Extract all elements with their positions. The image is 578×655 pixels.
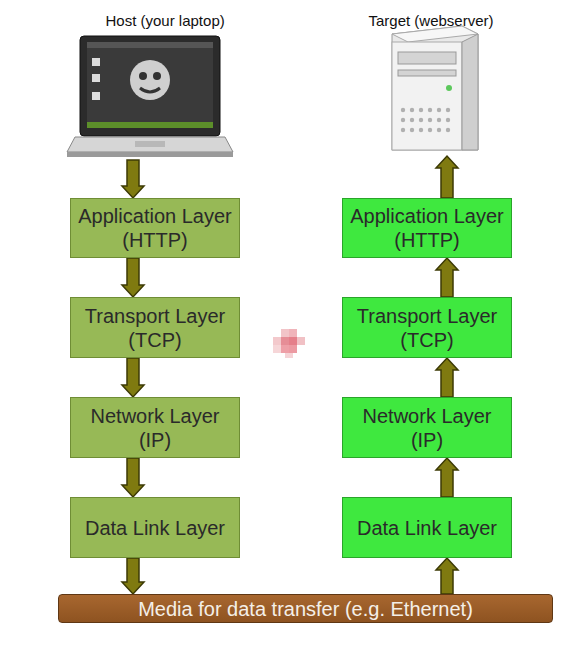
layer-name: Transport Layer (TCP) [343, 304, 511, 352]
layer-name: Application Layer (HTTP) [71, 204, 239, 252]
layer-box: Data Link Layer [70, 497, 240, 558]
flow-arrow [436, 258, 458, 297]
flow-arrow [122, 258, 144, 297]
flow-arrow [122, 458, 144, 497]
media-band: Media for data transfer (e.g. Ethernet) [58, 594, 553, 623]
layer-box: Transport Layer (TCP) [342, 297, 512, 358]
layer-name: Network Layer (IP) [343, 404, 511, 452]
column-title: Host (your laptop) [106, 12, 225, 29]
layer-box: Data Link Layer [342, 497, 512, 558]
flow-arrow [436, 358, 458, 397]
layer-box: Transport Layer (TCP) [70, 297, 240, 358]
flow-arrow [122, 558, 144, 594]
layer-box: Network Layer (IP) [70, 397, 240, 458]
layout-arrow [122, 160, 144, 198]
layer-name: Network Layer (IP) [71, 404, 239, 452]
layer-name: Data Link Layer [351, 516, 503, 540]
layout-arrow [436, 156, 458, 198]
column-title: Target (webserver) [369, 12, 494, 29]
layer-name: Data Link Layer [79, 516, 231, 540]
layer-name: Application Layer (HTTP) [343, 204, 511, 252]
flow-arrow [436, 558, 458, 594]
flow-arrow [122, 358, 144, 397]
layer-box: Network Layer (IP) [342, 397, 512, 458]
laptop-illustration [67, 36, 233, 157]
layer-name: Transport Layer (TCP) [71, 304, 239, 352]
layer-box: Application Layer (HTTP) [342, 198, 512, 258]
layer-box: Application Layer (HTTP) [70, 198, 240, 258]
server-illustration [392, 26, 478, 150]
watermark-mark [273, 329, 305, 358]
flow-arrow [436, 458, 458, 497]
layer-name: Media for data transfer (e.g. Ethernet) [132, 597, 479, 621]
